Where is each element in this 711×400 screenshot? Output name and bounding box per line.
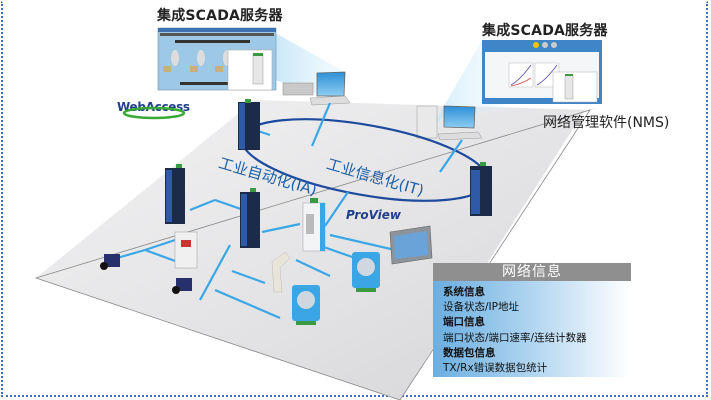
webaccess-swoosh-icon [122, 106, 186, 120]
workstation-left [282, 71, 351, 106]
info-line: 系统信息 [443, 286, 485, 298]
nms-label: 网络管理软件(NMS) [543, 115, 670, 131]
info-line: TX/Rx错误数据包统计 [443, 362, 548, 375]
switch-top [238, 99, 260, 150]
info-line: 端口状态/端口速率/连结计数器 [443, 331, 587, 344]
scada-server-title-left: 集成SCADA服务器 [157, 8, 283, 24]
switch-unmanaged-white [302, 198, 326, 252]
camera-center [172, 278, 192, 294]
drive-inverter [174, 231, 198, 269]
proview-logo: ProView [346, 208, 401, 222]
proview-logo-text: ProView [346, 208, 402, 222]
info-line: 设备状态/IP地址 [443, 301, 519, 314]
hmi-touch-panel [389, 225, 433, 265]
floor-plane-edge [34, 109, 591, 400]
network-info-panel: 网络信息 系统信息 设备状态/IP地址 端口信息 端口状态/端口速率/连结计数器… [433, 263, 631, 377]
scada-server-title-right: 集成SCADA服务器 [482, 23, 608, 39]
robot-arm [271, 251, 291, 293]
nms-screenshot-right [482, 40, 602, 104]
network-info-body: 系统信息 设备状态/IP地址 端口信息 端口状态/端口速率/连结计数器 数据包信… [433, 281, 631, 377]
adam-module-right [352, 252, 380, 292]
webaccess-logo: WebAccess [117, 100, 190, 120]
network-info-title: 网络信息 [433, 263, 631, 281]
camera-left [100, 254, 120, 270]
info-line: 数据包信息 [443, 346, 496, 359]
switch-ia-center [240, 188, 260, 248]
workstation-right [416, 105, 483, 141]
adam-module-bottom [292, 285, 320, 325]
info-line: 端口信息 [443, 316, 485, 329]
switch-ia-left [165, 164, 185, 224]
scada-screenshot-left [157, 27, 277, 91]
switch-right-ring [470, 162, 492, 216]
